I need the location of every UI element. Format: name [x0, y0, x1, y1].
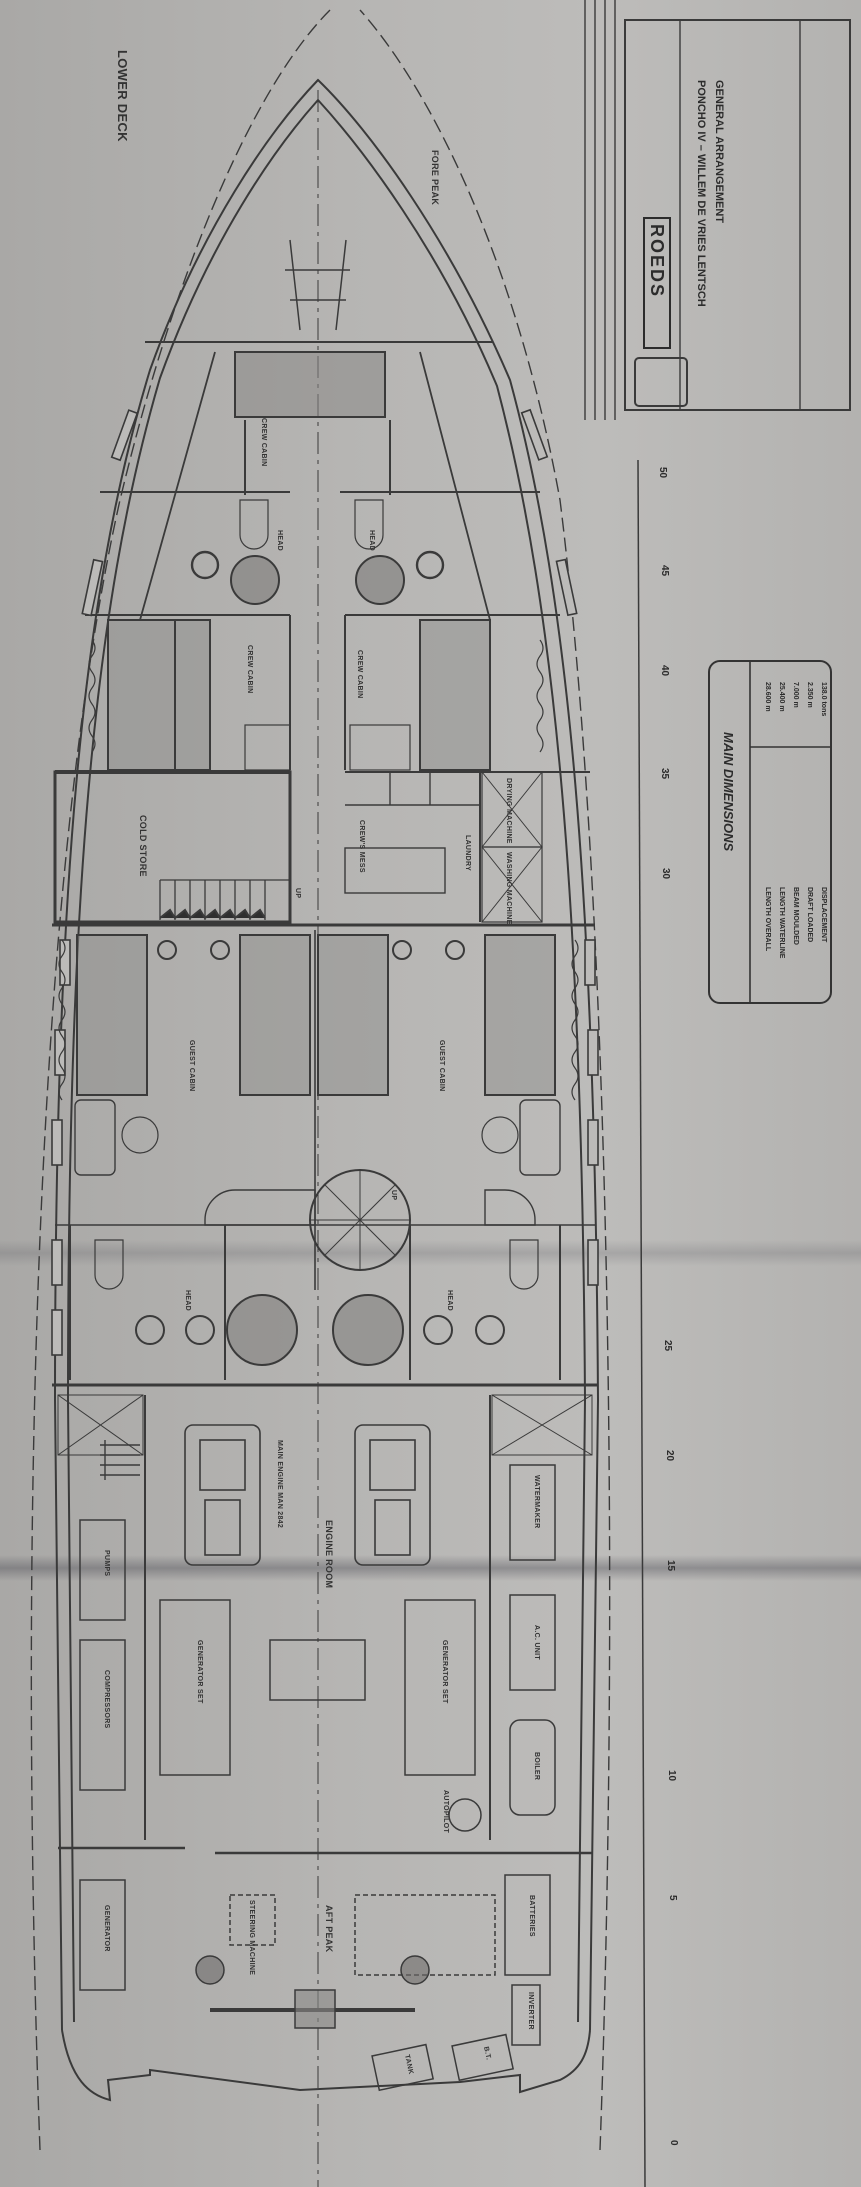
equipment-label-pumps: PUMPS — [103, 1550, 110, 1576]
dimensions-heading: MAIN DIMENSIONS — [721, 732, 736, 852]
dimension-value: 2.350 m — [806, 682, 813, 708]
batteries-box — [504, 1874, 551, 1976]
generator-set-port-box — [159, 1599, 231, 1776]
room-label-head-fwd-port: HEAD — [276, 530, 283, 551]
dimension-label: BEAM MOULDED — [792, 887, 799, 945]
room-label-crews-mess: CREW'S MESS — [358, 820, 365, 873]
equipment-label-generator-set-port: GENERATOR SET — [196, 1640, 203, 1704]
autopilot-circle — [448, 1798, 482, 1832]
equipment-label-generator-set-stbd: GENERATOR SET — [441, 1640, 448, 1704]
room-label-laundry: LAUNDRY — [464, 835, 471, 871]
main-dimensions-table: MAIN DIMENSIONS LENGTH OVERALL LENGTH WA… — [708, 660, 832, 1004]
equipment-label-boiler: BOILER — [533, 1752, 540, 1780]
dimension-value: 7.000 m — [792, 682, 799, 708]
generator-box — [79, 1879, 126, 1991]
scale-tick-label: 50 — [657, 467, 668, 479]
room-label-guest-cabin-stbd: GUEST CABIN — [438, 1040, 445, 1092]
inverter-box — [511, 1984, 541, 2046]
scale-tick-label: 30 — [660, 868, 671, 880]
up-arrow-label: UP — [294, 888, 301, 898]
room-label-head-aft-stbd: HEAD — [446, 1290, 453, 1311]
equipment-label-batteries: BATTERIES — [528, 1895, 535, 1937]
room-label-drying-machine: DRYING MACHINE — [505, 778, 512, 844]
equipment-label-main-engine: MAIN ENGINE MAN 2842 — [276, 1440, 283, 1528]
sheet-title: GENERAL ARRANGEMENT — [713, 80, 725, 223]
equipment-label-inverter: INVERTER — [527, 1992, 534, 2030]
equipment-label-steering-machine: STEERING MACHINE — [248, 1900, 255, 1975]
scale-tick-label: 10 — [666, 1770, 677, 1782]
dimension-label: DRAFT LOADED — [806, 887, 813, 942]
equipment-label-ac-unit: A.C. UNIT — [533, 1625, 540, 1660]
room-label-engine-room: ENGINE ROOM — [324, 1520, 334, 1588]
pumps-box — [79, 1519, 126, 1621]
equipment-label-generator: GENERATOR — [103, 1905, 110, 1952]
transom — [61, 2029, 591, 2102]
dimension-value: 138.0 tons — [820, 682, 827, 716]
studio-logo: ROEDS — [647, 224, 667, 298]
scale-tick-label: 35 — [659, 768, 670, 780]
boiler-box — [509, 1719, 556, 1816]
equipment-label-autopilot: AUTOPILOT — [442, 1790, 449, 1833]
scale-tick-label: 40 — [659, 665, 670, 677]
ac-unit-box — [509, 1594, 556, 1691]
dimension-label: LENGTH OVERALL — [764, 887, 771, 952]
scale-tick-label: 45 — [659, 565, 670, 577]
dimension-label: DISPLACEMENT — [820, 887, 827, 943]
compressors-box — [79, 1639, 126, 1791]
hull-outline — [53, 78, 600, 2031]
room-label-guest-cabin-port: GUEST CABIN — [188, 1040, 195, 1092]
scale-tick-label: 20 — [664, 1450, 675, 1462]
sheer-line-stbd — [359, 9, 611, 2151]
room-label-washing-machine: WASHING MACHINE — [505, 852, 512, 925]
paper-fold-shadow — [0, 1240, 861, 1266]
scale-tick-label: 15 — [665, 1560, 676, 1572]
room-label-head-aft-port: HEAD — [184, 1290, 191, 1311]
deck-title: LOWER DECK — [115, 50, 130, 142]
scale-tick-label: 5 — [667, 1895, 678, 1901]
room-label-crew-cabin-fwd: CREW CABIN — [260, 418, 267, 467]
room-label-head-fwd-stbd: HEAD — [368, 530, 375, 551]
equipment-label-tank: TANK — [403, 2054, 414, 2075]
room-label-aft-peak: AFT PEAK — [324, 1905, 334, 1953]
room-label-fore-peak: FORE PEAK — [430, 150, 440, 205]
sheer-line-port — [30, 9, 331, 2151]
equipment-label-compressors: COMPRESSORS — [103, 1670, 110, 1729]
scale-tick-label: 0 — [668, 2140, 679, 2146]
scale-tick-label: 25 — [662, 1340, 673, 1352]
dimension-value: 28.600 m — [764, 682, 771, 712]
project-title: PONCHO IV – WILLEM DE VRIES LENTSCH — [695, 80, 707, 307]
equipment-label-watermaker: WATERMAKER — [533, 1475, 540, 1528]
room-label-cold-store: COLD STORE — [138, 815, 148, 877]
watermaker-box — [509, 1464, 556, 1561]
room-label-crew-cabin-stbd: CREW CABIN — [356, 650, 363, 699]
engine-room-hatch — [269, 1639, 366, 1701]
dimension-label: LENGTH WATERLINE — [778, 887, 785, 959]
room-label-crew-cabin-port: CREW CABIN — [246, 645, 253, 694]
equipment-label-bt: B.T. — [482, 2046, 492, 2061]
dimension-value: 25.400 m — [778, 682, 785, 712]
generator-set-stbd-box — [404, 1599, 476, 1776]
up-arrow-label: UP — [390, 1190, 397, 1200]
